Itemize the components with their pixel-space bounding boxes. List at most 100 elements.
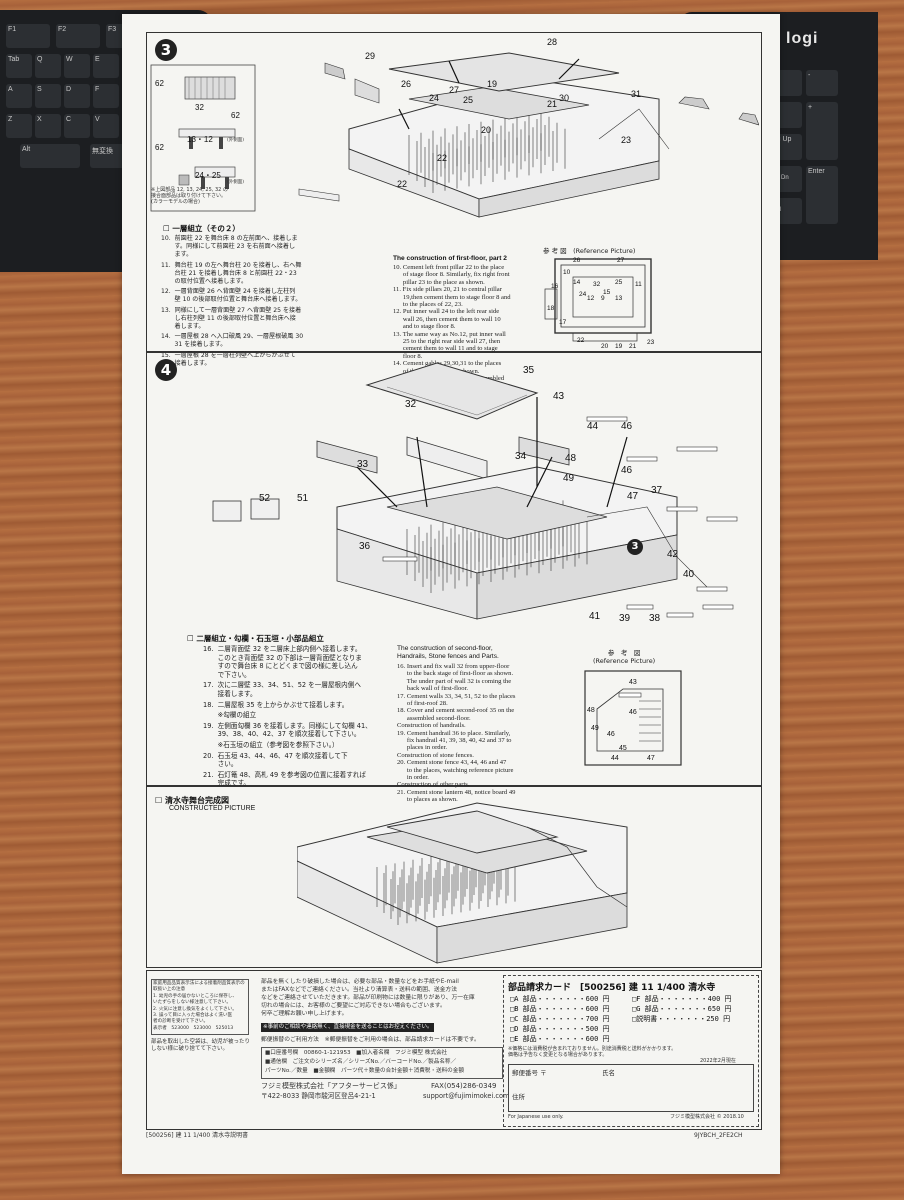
ref-label: 19 [615, 343, 623, 350]
keyboard-key: Q [35, 54, 61, 78]
completed-jp-heading: ☐ 清水寺舞台完成図 [155, 796, 229, 805]
part-label: 48 [565, 453, 577, 464]
caution-line: 取扱い上の注意 [153, 987, 186, 993]
keyboard-key: + [806, 102, 838, 160]
keyboard-key: Enter [806, 166, 838, 224]
copyright: フジミ模型株式会社 © 2018.10 [670, 1114, 744, 1120]
ref-label: 11 [635, 281, 642, 288]
jp-step: ※石玉垣の組立（参考図を参照下さい。） [203, 741, 339, 749]
info-line: またはFAXなどでご連絡ください。当社より清算表・送料の範囲、送金方法 [261, 987, 458, 993]
postal-item: ■通信欄 ご注文のシリーズ名／シリーズNo.／バーコードNo.／製品名称／ [265, 1059, 457, 1065]
jp-step: 15. 一層屋根 28 を一層柱列壁へ上からかぶせて 接着します。 [161, 351, 296, 367]
callout-label: 24・25 [195, 171, 221, 180]
keyboard-key: V [93, 114, 119, 138]
ref-label: 27 [617, 257, 625, 264]
name-label: 氏名 [602, 1069, 615, 1077]
callout-small-note: (外側面) [227, 180, 245, 185]
keyboard-key: F1 [6, 24, 50, 48]
keyboard-key: S [35, 84, 61, 108]
en-step: 12. Put inner wall 24 to the left rear s… [393, 308, 501, 331]
ref-label: 13 [615, 295, 623, 302]
part-label: 27 [449, 85, 460, 95]
en-step: 21. Cement stone lantern 48, notice boar… [397, 788, 516, 804]
ref-label: 24 [579, 291, 587, 298]
section-3-number: 3 [155, 39, 177, 61]
section-3-assembly-drawing [298, 52, 759, 218]
en-step: 11. Fix side pillars 20, 21 to central p… [393, 286, 511, 308]
part-label: 30 [559, 93, 570, 103]
notice-bar: ※事前のご相談や連絡無く、直接現金を送ることはお控えください。 [261, 1023, 435, 1032]
address-box [508, 1064, 754, 1112]
card-row-left: □D 部品・・・・・・・500 円 [510, 1025, 610, 1033]
postal-code-label: 郵便番号 〒 [512, 1069, 547, 1077]
company-address: 〒422-8033 静岡市駿河区登呂4-21-1 [261, 1092, 376, 1100]
section-3-jp-heading: ☐ 一層組立（その２） [163, 224, 240, 233]
jp-step: 21. 石灯篭 48、高札 49 を参考図の位置に接着すれば 完成です。 [203, 770, 367, 788]
part-label: 29 [365, 51, 376, 61]
keyboard-key: W [64, 54, 90, 78]
part-label: 37 [651, 485, 663, 496]
section-3-reference-drawing [544, 258, 652, 342]
ref-label: 12 [587, 295, 595, 302]
card-row-left: □A 部品・・・・・・・600 円 [510, 995, 610, 1003]
keyboard-key: D [64, 84, 90, 108]
card-row-right: □F 部品・・・・・・・400 円 [632, 995, 732, 1003]
part-label: 49 [563, 473, 575, 484]
callout-small-note: (外側面) [227, 138, 245, 143]
en-step: 18. Cover and cement second-roof 35 on t… [397, 707, 515, 722]
section-4-en-heading: The construction of second-floor, Handra… [397, 645, 499, 660]
section-4-reference-drawing [584, 670, 682, 766]
part-label: 52 [259, 493, 271, 504]
ref-label: 26 [573, 257, 581, 264]
part-label: 47 [627, 491, 639, 502]
en-step: 13. The same way as No.12, put inner wal… [393, 330, 506, 360]
keyboard-key: X [35, 114, 61, 138]
ref-label: 9 [601, 295, 605, 302]
sheet-code-right: 9JYBCH_2FE2CH [694, 1132, 743, 1139]
section-3-callout-drawing [150, 64, 256, 212]
callout-note: ※上図部品 12, 13, 24, 25, 32 の 接合面部品は取り付けて下さ… [151, 187, 228, 205]
ref-label: 45 [619, 745, 627, 752]
keyboard-key: Z [6, 114, 32, 138]
ref-label: 18 [547, 305, 555, 312]
part-label: 31 [631, 89, 642, 99]
jp-step: 14. 一層屋根 28 へ入口破風 29、一層屋根破風 30 31 を接着します… [161, 333, 304, 349]
postal-item: ■口座番号欄 00860-1-121953 ■加入者名欄 フジミ模型 株式会社 [265, 1050, 448, 1056]
jp-step: 19. 左側面勾欄 36 を接着します。同様にして勾欄 41、 39、38、40… [203, 721, 372, 739]
keyboard-key-label: + [808, 104, 813, 111]
callout-label: 62 [155, 143, 164, 152]
card-row-left: □E 部品・・・・・・・600 円 [510, 1035, 610, 1043]
ref-label: 46 [629, 709, 637, 716]
card-row-right: □G 部品・・・・・・・650 円 [632, 1005, 732, 1013]
jp-step: 11. 舞台柱 19 の左へ舞台柱 20 を接着し、右へ舞 台柱 21 を接着し… [161, 261, 302, 285]
sheet-code-left: [500256] 建 11 1/400 清水寺説明書 [146, 1132, 249, 1139]
jp-step: 13. 同様にして一層背面壁 27 へ背面壁 25 を接着 し右柱列壁 11 の… [161, 306, 302, 330]
part-label: 43 [553, 391, 565, 402]
info-line: 切れの場合には、お客様のご要望にご対応できない場合もございます。 [261, 1003, 446, 1009]
part-label: 26 [401, 79, 412, 89]
keyboard-key: E [93, 54, 119, 78]
ref-label: 15 [603, 289, 611, 296]
callout-label: 62 [231, 111, 240, 120]
part-label: 35 [523, 365, 535, 376]
caution-note: 部品を取出した空袋は、幼児が被ったり しない様に破り捨てて下さい。 [151, 1039, 251, 1052]
part-label: 41 [589, 611, 601, 622]
callout-label: 62 [155, 79, 164, 88]
card-note: ※価格には消費税が含まれておりません。別途消費税と送料がかかります。 価格は予告… [508, 1046, 677, 1058]
part-label: 36 [359, 541, 371, 552]
company-email: support@fujimimokei.com [423, 1092, 510, 1100]
company-fax: FAX(054)286-0349 [431, 1082, 497, 1090]
part-label: 44 [587, 421, 599, 432]
ref-label: 44 [611, 755, 619, 762]
section-3-ref-heading: 参 考 図 (Reference Picture) [543, 247, 636, 255]
ref-label: 16 [551, 283, 559, 290]
caution-line: 表示者 523000 523000 525013 [153, 1025, 234, 1031]
ref-label: 17 [559, 319, 567, 326]
jp-step: 18. 二層屋根 35 を上からかぶせて接着します。 [203, 700, 349, 709]
keyboard-key: C [64, 114, 90, 138]
caution-line: 3. 誤って目に入った場合はよく洗い医 [153, 1013, 233, 1018]
keyboard-key-label: Pg Up [772, 136, 792, 143]
